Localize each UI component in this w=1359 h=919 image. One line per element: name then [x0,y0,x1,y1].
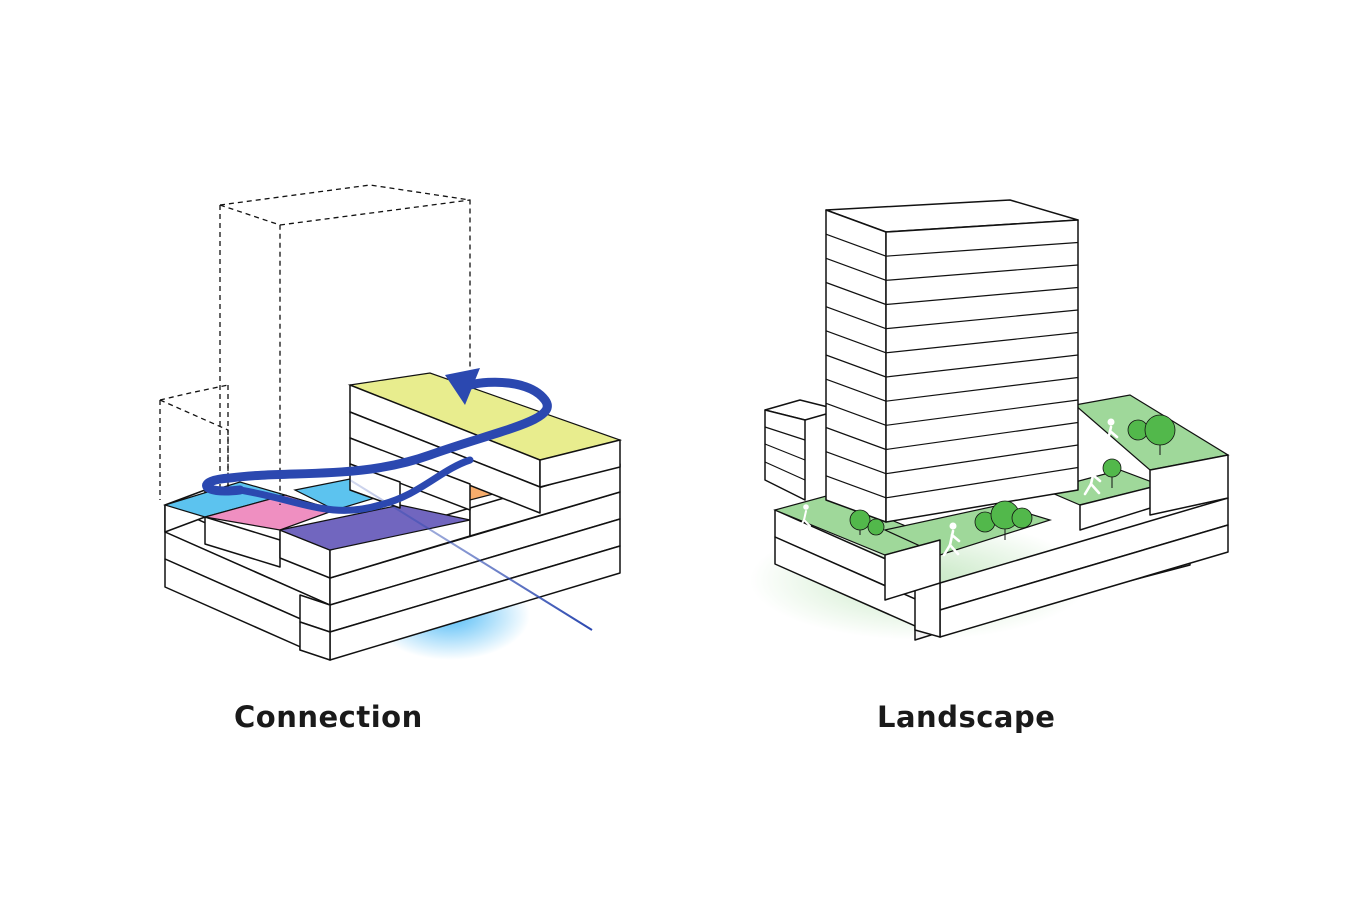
right-podium-base [774,497,1229,638]
tower-floor-line [885,376,1079,402]
tower-floor-line [885,444,1079,475]
trees [849,414,1176,540]
walking-person-icon [1100,418,1119,452]
tower-floor-line [885,241,1079,257]
tower-floor-line [825,306,887,330]
tower-floor-line [825,354,887,378]
light-ray [349,479,593,631]
tower-floor-line [825,330,887,354]
tower-floor-line [885,286,1079,306]
upper-stack [347,372,623,514]
tower-floor-line [825,233,887,257]
tower-floor-line [885,331,1079,354]
tree-icon [1102,458,1122,488]
tree-icon [974,500,1033,540]
landscape-diagram [750,199,1230,641]
tower-floor-line [825,426,887,451]
tower-floor-line [885,264,1079,281]
tower-floor-line [825,402,887,426]
tree-icon [1127,414,1176,455]
walking-person-icon [799,504,811,528]
ghost-tower [159,184,471,505]
walking-person-icon [942,522,961,557]
tower-floor-line [885,309,1079,330]
tower-floor-line [825,257,887,281]
tower-floor-line [825,475,887,499]
people [799,418,1119,557]
tower-floor-line [825,451,887,475]
tower-floor-line [885,354,1079,378]
tower-floor-lines [825,233,1079,499]
tower-floor-line [885,466,1079,499]
tower-floor-line [885,421,1079,451]
tower-floor-line [825,378,887,402]
circulation-arrow-icon [202,368,593,631]
tower-floor-line [885,399,1079,426]
tower-floor-line [825,281,887,306]
left-low-block [764,399,841,501]
caption-landscape: Landscape [877,700,1056,734]
walking-person-icon [1083,462,1102,496]
arrow-head [445,368,480,405]
connection-diagram [159,184,623,661]
tower [825,199,1079,523]
caption-connection: Connection [234,700,423,734]
tree-icon [849,509,885,536]
zone-purple [277,504,471,551]
